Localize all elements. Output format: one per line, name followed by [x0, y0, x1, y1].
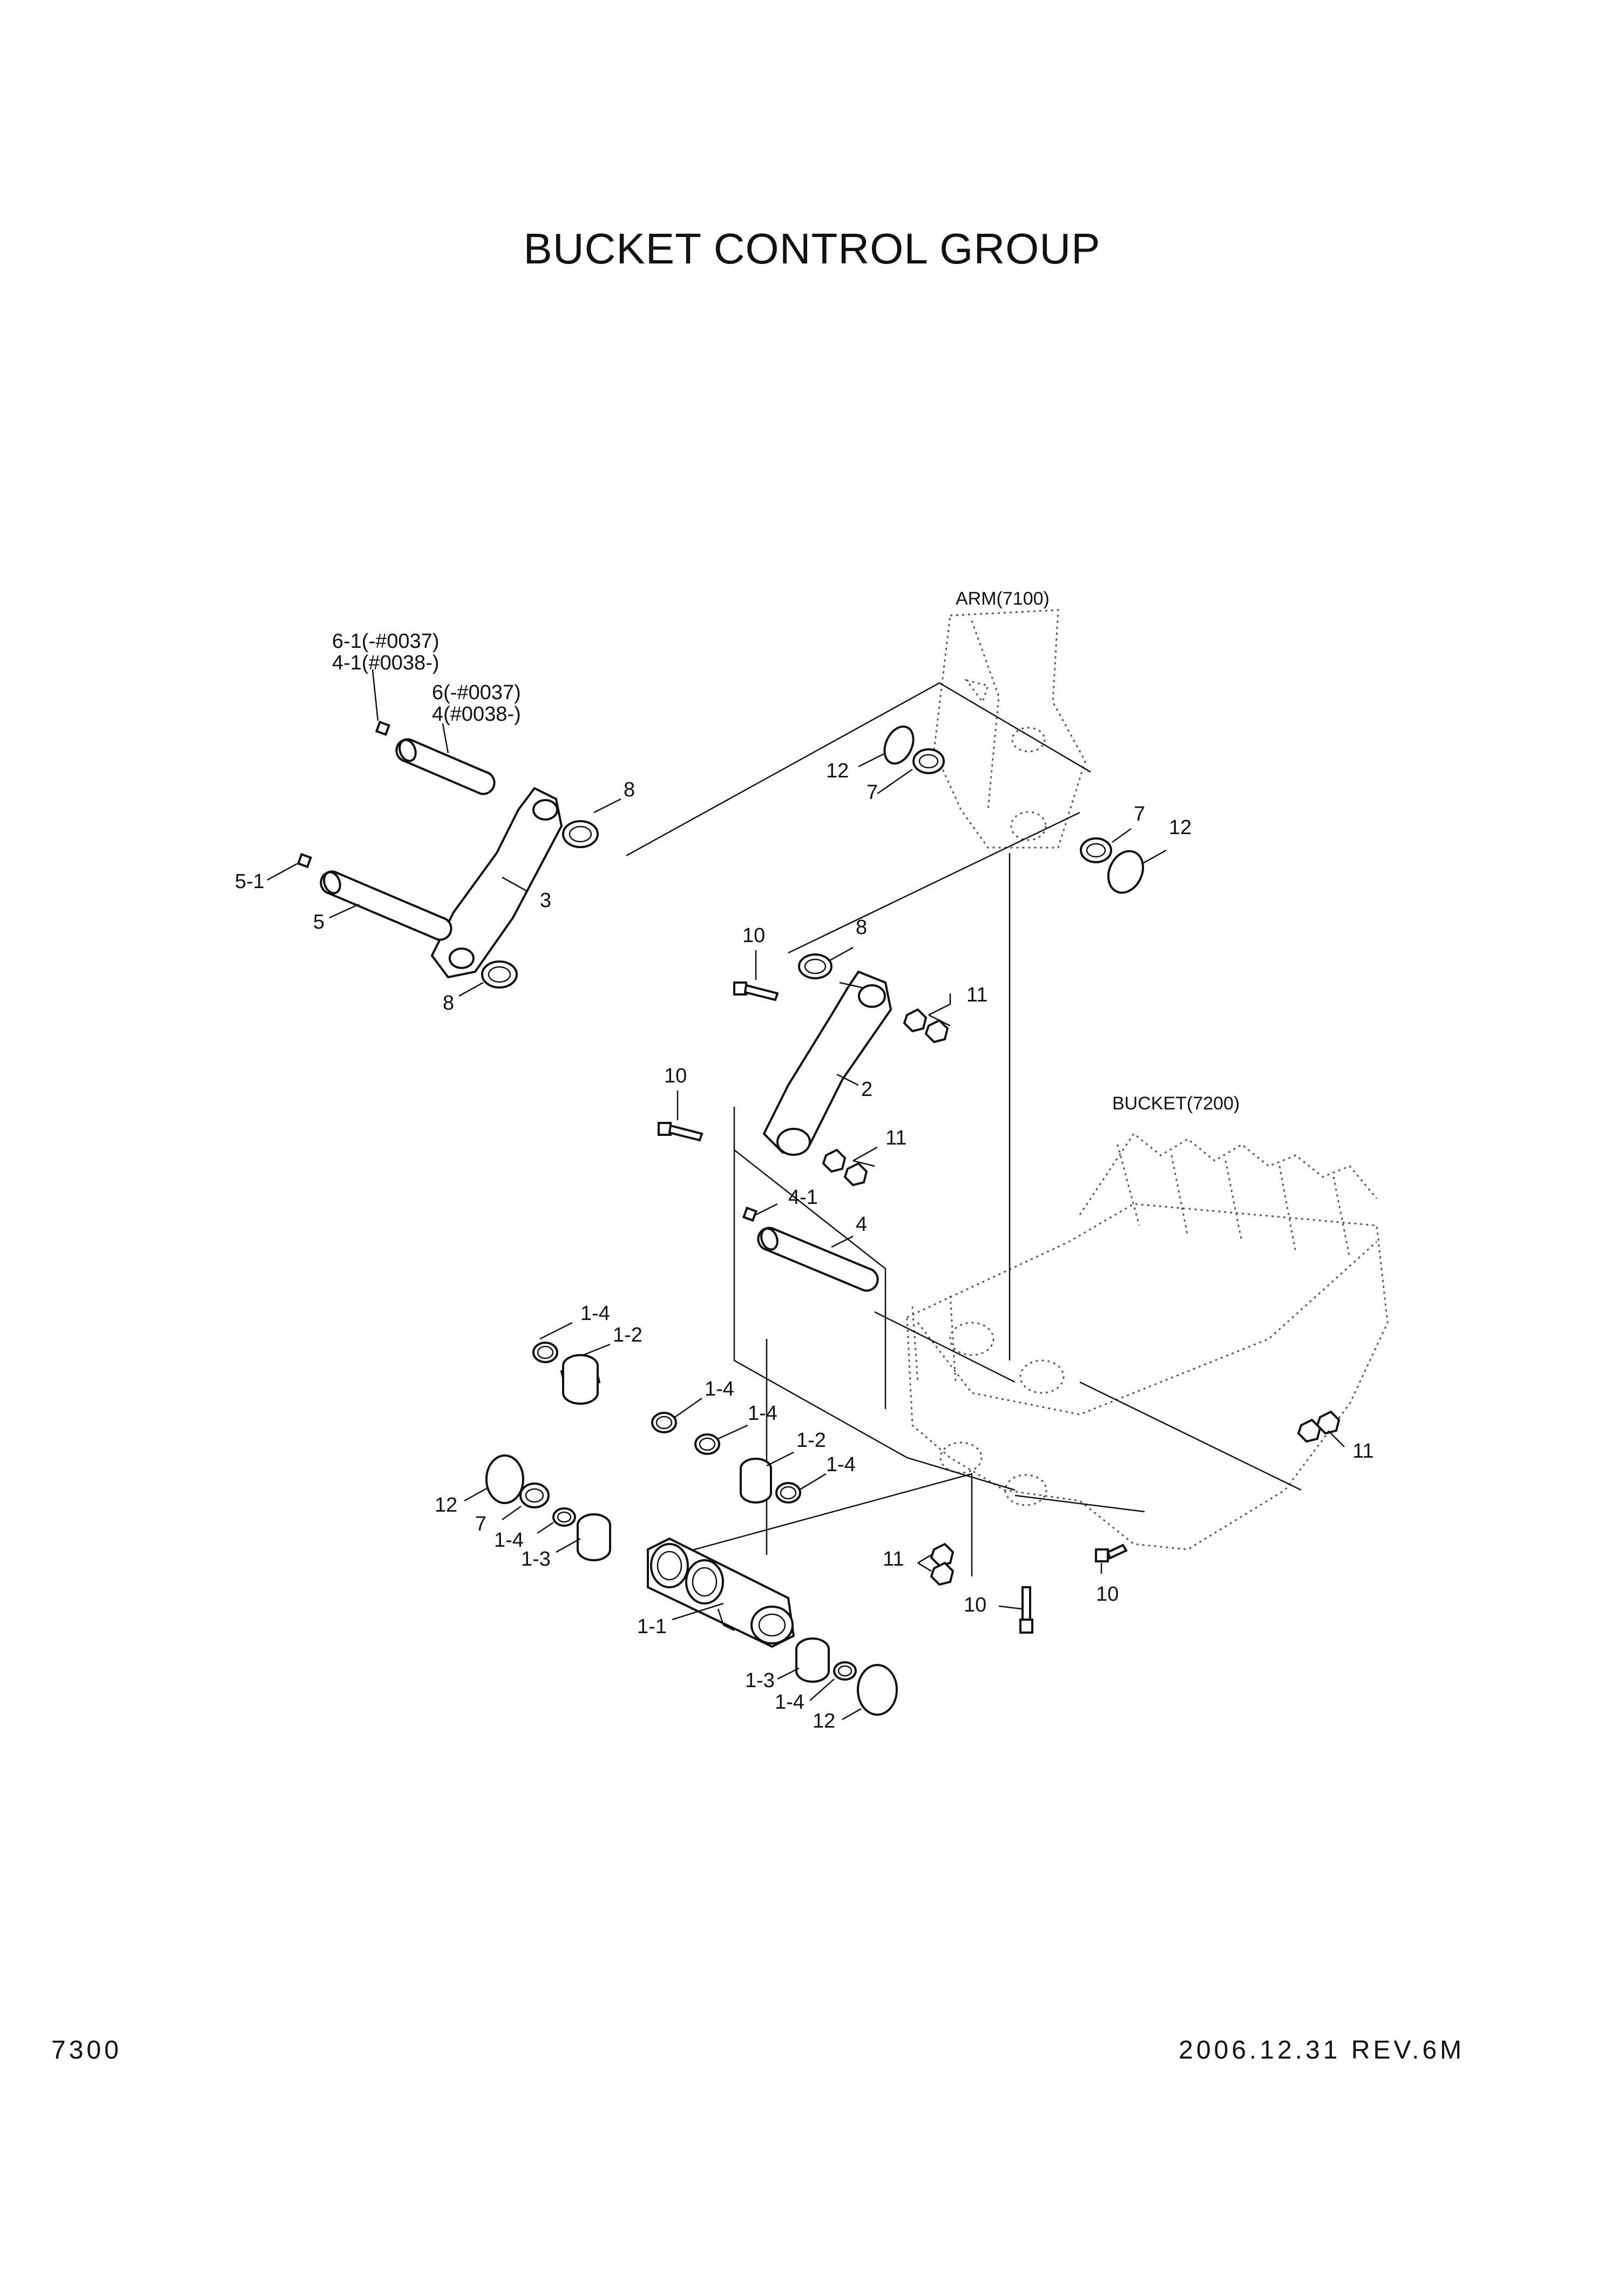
callout-4-1-top: 4-1(#0038-): [332, 652, 439, 674]
callout-1-2-upper: 1-2: [613, 1324, 642, 1346]
o-ring-12-lower: [857, 1664, 898, 1716]
o-ring-12-right: [1107, 850, 1145, 894]
shim-8-lower: [481, 960, 518, 989]
callout-5-1: 5-1: [235, 870, 265, 893]
callout-1-4-d: 1-4: [826, 1453, 856, 1476]
callout-12-lower: 12: [813, 1710, 835, 1732]
callout-10-mid: 10: [664, 1065, 687, 1087]
bolt-10-vertical: [1019, 1586, 1033, 1634]
callout-12-right: 12: [1169, 816, 1192, 839]
shim-7-upper: [912, 748, 945, 774]
pin-5: [296, 852, 452, 941]
callout-5: 5: [313, 911, 324, 933]
bolt-10-upper: [733, 981, 779, 1001]
bushing-1-2-upper: [560, 1354, 601, 1405]
ring-1-4-b: [651, 1412, 677, 1433]
bushing-1-3-left: [577, 1513, 611, 1561]
callout-8-upper: 8: [624, 779, 635, 801]
callout-10-bucket: 10: [1096, 1583, 1119, 1606]
callout-10-upper: 10: [742, 924, 765, 947]
callout-3: 3: [540, 889, 551, 912]
callout-6: 6(-#0037): [432, 681, 521, 704]
pin-4: [742, 1206, 879, 1292]
callout-1-4-b: 1-4: [705, 1378, 734, 1400]
callout-11-upper: 11: [966, 984, 987, 1006]
callout-7-left: 7: [475, 1513, 486, 1535]
callout-4-1-mid: 4-1: [788, 1186, 818, 1209]
arm-outline: [933, 609, 1086, 849]
ring-1-4-f: [833, 1661, 857, 1681]
nut-11-mid: [822, 1148, 868, 1187]
arm-reference: ARM(7100): [956, 588, 1050, 609]
callout-11-mid: 11: [885, 1127, 906, 1149]
callout-4-top: 4(#0038-): [432, 703, 521, 726]
callout-1-3-left: 1-3: [521, 1548, 551, 1571]
shim-8-upper: [562, 820, 599, 848]
link-3: [430, 787, 563, 979]
callout-2: 2: [861, 1078, 872, 1101]
callout-11-bucket: 11: [1352, 1440, 1373, 1463]
callout-12-upper: 12: [826, 760, 849, 782]
link-2: [762, 970, 892, 1156]
assembly-lines: [626, 682, 1302, 1576]
ring-1-4-d: [775, 1482, 801, 1504]
callout-1-2-lower: 1-2: [796, 1429, 826, 1452]
yoke-1-1: [647, 1537, 795, 1648]
o-ring-12-upper: [883, 725, 915, 765]
callout-10-lower: 10: [964, 1594, 986, 1616]
ring-1-4-c: [694, 1433, 720, 1455]
shim-7-right: [1080, 837, 1112, 863]
nut-11-lower: [930, 1542, 955, 1586]
bushing-1-3-right: [795, 1637, 830, 1683]
callout-8-mid: 8: [856, 916, 867, 939]
callout-4-mid: 4: [856, 1213, 867, 1236]
o-ring-12-left: [485, 1454, 524, 1504]
shim-8-mid: [798, 953, 833, 979]
revision-date: 2006.12.31 REV.6M: [1179, 2036, 1465, 2064]
ring-1-4-a: [532, 1342, 558, 1363]
leader-lines: [267, 669, 1345, 1721]
bushing-1-2-lower: [740, 1458, 772, 1504]
callout-1-1: 1-1: [637, 1615, 667, 1638]
callout-1-4-c: 1-4: [748, 1402, 777, 1425]
bolt-10-bucket: [1095, 1544, 1128, 1562]
ring-1-4-e: [552, 1507, 576, 1527]
callout-1-4-a: 1-4: [580, 1302, 610, 1325]
bolt-10-lower: [658, 1122, 703, 1142]
bucket-reference: BUCKET(7200): [1112, 1093, 1240, 1114]
callout-labels: 6-1(-#0037) 4-1(#0038-) 6(-#0037) 4(#003…: [235, 630, 1373, 1732]
page-number: 7300: [51, 2036, 122, 2064]
callout-12-left: 12: [435, 1494, 457, 1517]
callout-7-upper: 7: [867, 781, 878, 804]
nut-11-upper: [903, 1008, 949, 1044]
callout-1-3-right: 1-3: [745, 1669, 775, 1692]
callout-8-lower: 8: [443, 992, 454, 1014]
callout-7-right: 7: [1134, 803, 1145, 825]
bucket-outline: [906, 1132, 1389, 1551]
callout-6-1: 6-1(-#0037): [332, 630, 439, 653]
nut-11-bucket: [1297, 1410, 1341, 1443]
callout-1-4-f: 1-4: [775, 1691, 804, 1714]
page-title: BUCKET CONTROL GROUP: [523, 225, 1101, 273]
shim-7-left: [519, 1483, 550, 1508]
callout-1-4-e: 1-4: [494, 1529, 524, 1552]
pin-6: [375, 720, 496, 795]
callout-11-lower: 11: [883, 1548, 904, 1571]
